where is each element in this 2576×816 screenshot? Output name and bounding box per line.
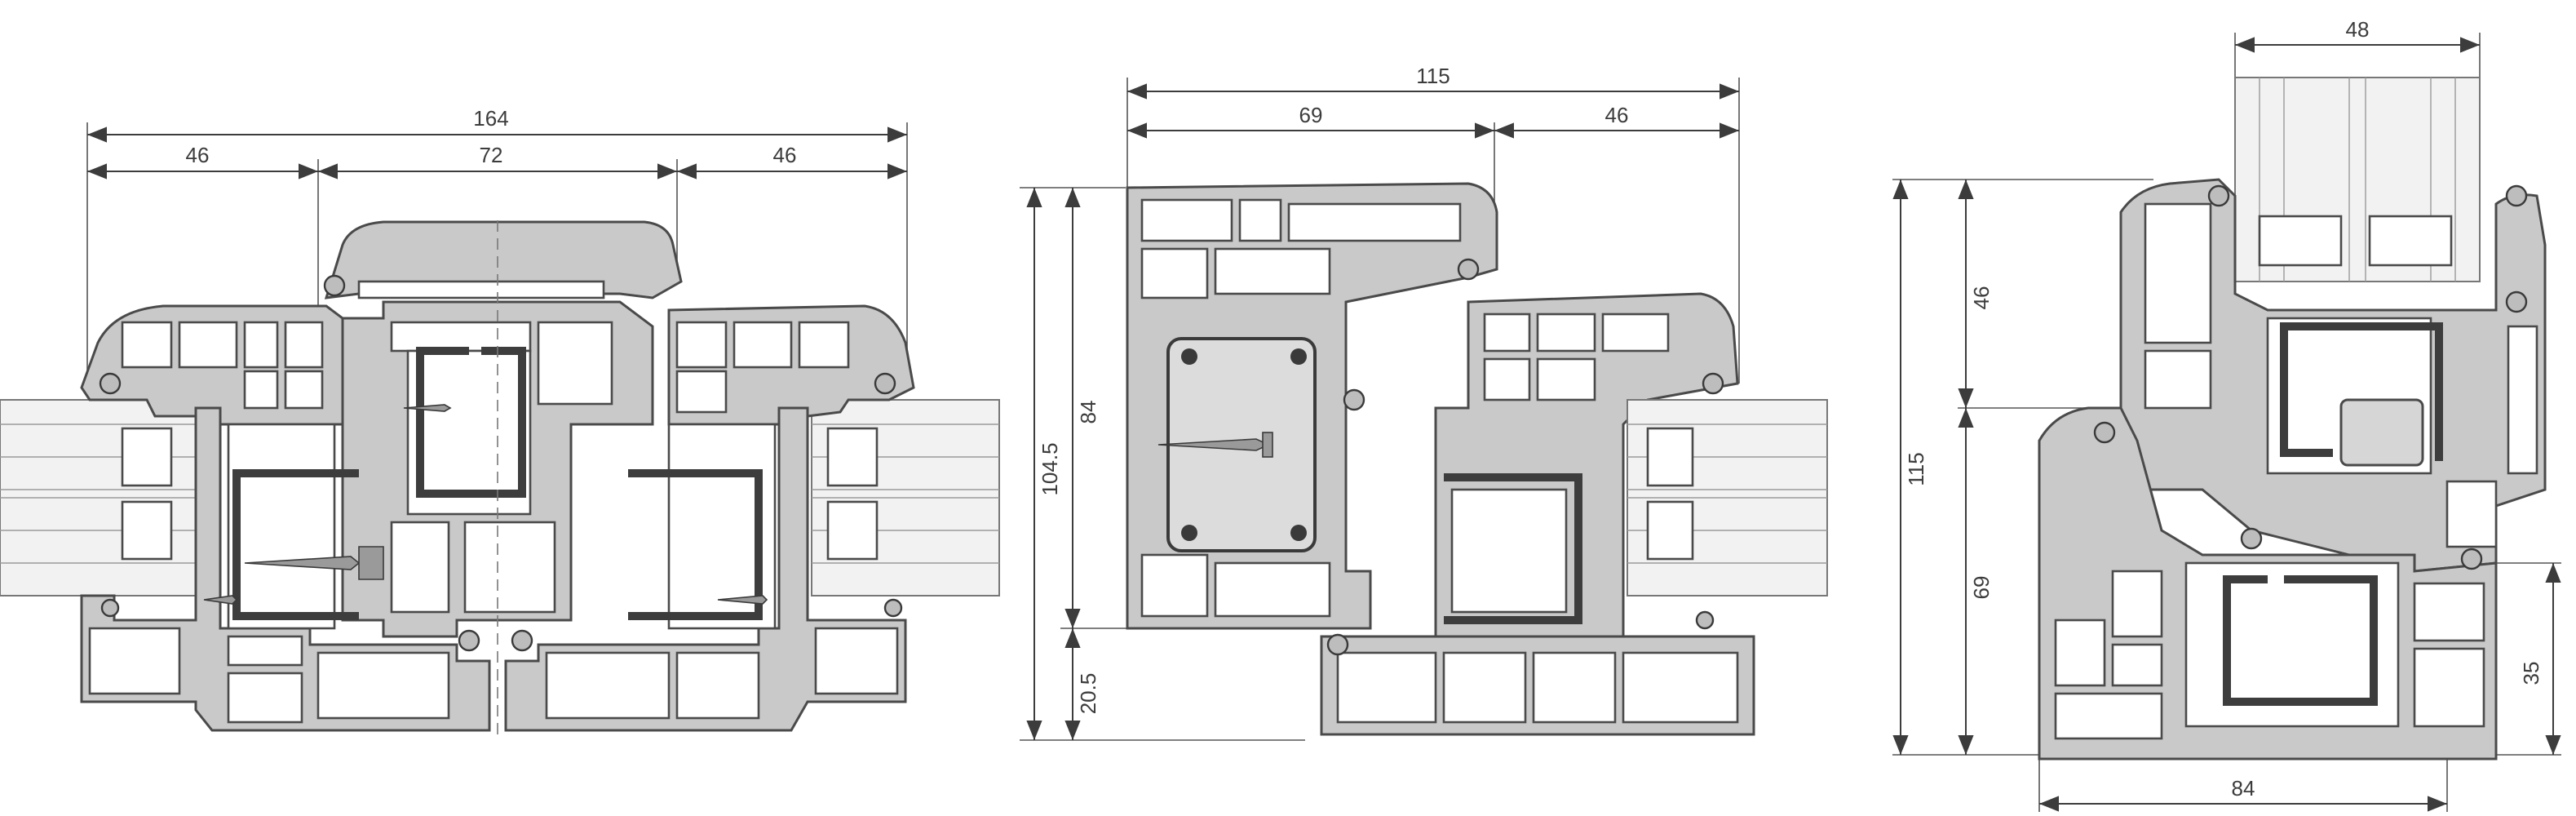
left-dim-left-label: 46 [186,143,210,167]
right-steel-sash [2280,322,2443,461]
left-screw-main [244,546,384,580]
right-dim-top: 48 [2234,17,2481,82]
middle-glazing [1627,399,1828,596]
left-glazing-right [811,399,1000,596]
left-steel-mullion [416,347,526,498]
left-dim-middle-label: 72 [480,143,503,167]
middle-screw [1157,432,1273,458]
right-drawing: 48 115 46 69 35 84 [1892,17,2561,812]
right-dim-lower-label: 69 [1969,576,1994,600]
left-screw-small-3 [717,595,768,605]
left-dim-segments: 46 72 46 [87,143,907,310]
middle-drawing: 115 69 46 104.5 84 20.5 [1020,64,1828,741]
right-dim-total-label: 115 [1904,452,1928,486]
middle-dim-upper-label: 84 [1076,401,1100,424]
left-dim-overall: 164 [86,106,908,384]
left-center-cap [324,220,683,299]
left-gasket-7 [883,598,903,618]
middle-bolt-1 [1181,348,1197,365]
right-gasket-6 [2460,548,2483,570]
right-steel-frame [2223,575,2378,706]
left-gasket-4 [458,629,480,652]
middle-gasket-4 [1326,633,1349,656]
right-gasket-3 [2505,290,2528,313]
left-drawing: 164 46 72 46 [0,106,1000,734]
right-glazing [2234,77,2481,282]
left-screw-small-2 [203,595,238,605]
middle-dim-overall: 115 [1126,64,1740,384]
left-gasket-1 [99,372,122,395]
right-dim-bottom-label: 84 [2232,776,2255,800]
middle-gasket-1 [1457,258,1480,281]
left-gasket-5 [511,629,533,652]
left-dim-overall-label: 164 [473,106,508,131]
left-gasket-2 [323,274,346,297]
right-dim-vertical: 115 46 69 35 [1892,179,2561,756]
right-gasket-5 [2240,527,2263,550]
middle-dim-lower-label: 20.5 [1076,673,1100,715]
left-gasket-6 [100,598,120,618]
left-screw-small-1 [403,404,452,412]
right-dim-upper-label: 46 [1969,286,1994,310]
right-dim-top-label: 48 [2346,17,2370,42]
right-gasket-2 [2505,184,2528,207]
middle-bolt-4 [1290,525,1307,541]
middle-steel-sash [1444,473,1582,624]
middle-gasket-3 [1343,388,1365,411]
right-gasket-4 [2093,421,2116,444]
middle-gasket-5 [1695,610,1715,630]
middle-bolt-2 [1290,348,1307,365]
middle-dim-right-label: 46 [1605,103,1629,127]
left-gasket-3 [874,372,896,395]
middle-dim-overall-label: 115 [1416,64,1450,88]
middle-dim-total-label: 104.5 [1038,442,1062,495]
middle-dim-left-label: 69 [1299,103,1323,127]
middle-bolt-3 [1181,525,1197,541]
left-steel-sash-right [628,469,763,620]
left-dim-right-label: 46 [773,143,797,167]
right-gasket-1 [2207,184,2230,207]
left-glazing-left [0,399,201,596]
right-dim-sill-label: 35 [2519,662,2543,685]
left-steel-sash-left [232,469,359,620]
left-frame-body-right [504,406,907,732]
middle-gasket-2 [1702,372,1724,395]
